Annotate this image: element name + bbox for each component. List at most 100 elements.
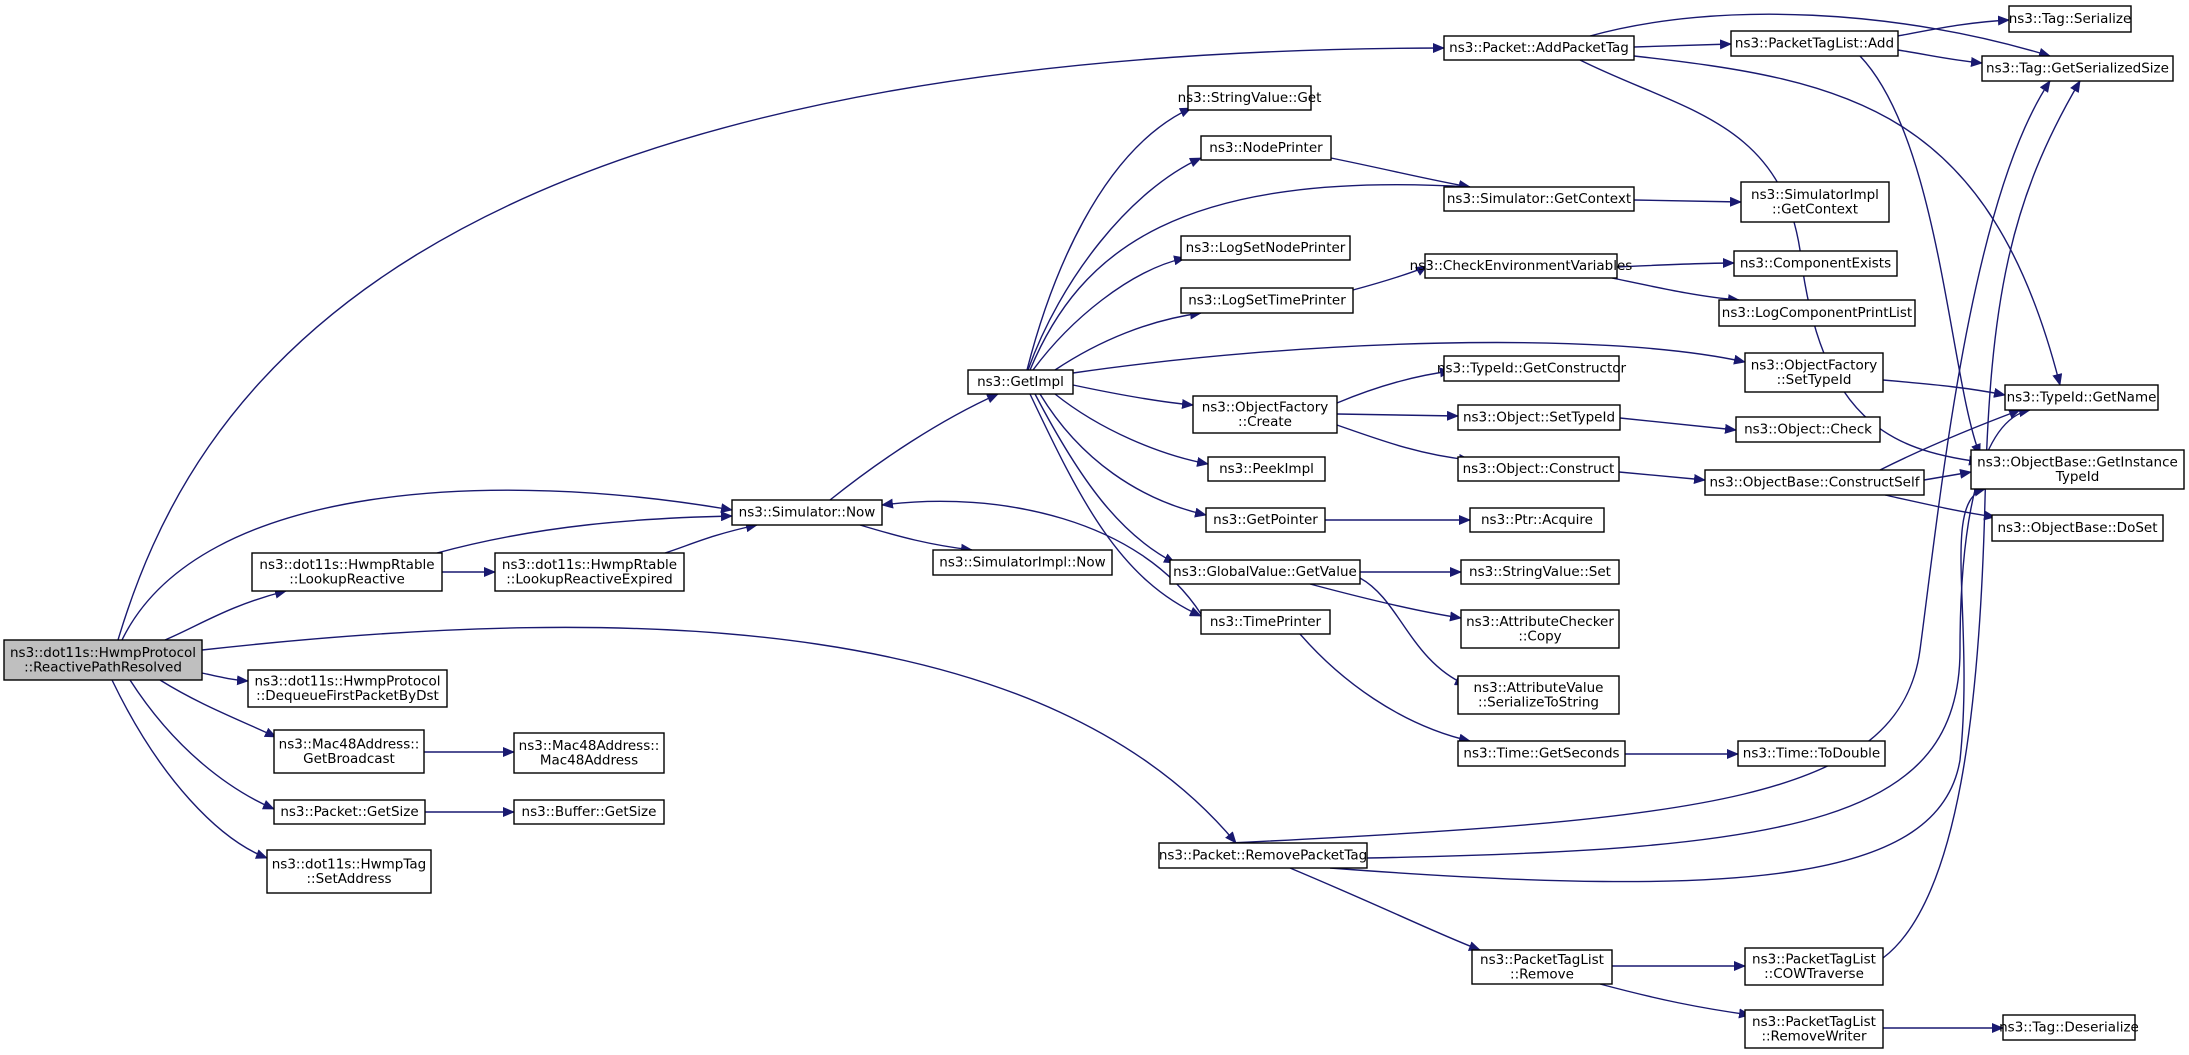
node-attrchecker_copy[interactable]: ns3::AttributeChecker::Copy: [1460, 609, 1620, 649]
node-label: ns3::Mac48Address::: [279, 736, 420, 752]
node-label: ::LookupReactive: [289, 571, 405, 587]
node-box: [1970, 449, 2185, 490]
edge-sim_now-to-getimpl: [829, 393, 999, 501]
edge-object_settypeid-to-object_check: [1619, 417, 1737, 434]
node-componentexists[interactable]: ns3::ComponentExists: [1733, 250, 1898, 277]
node-objectfactory_settypeid[interactable]: ns3::ObjectFactory::SetTypeId: [1744, 352, 1884, 393]
edge-root-to-lookup_reactive: [164, 588, 287, 641]
node-label: ns3::LogComponentPrintList: [1722, 305, 1912, 321]
node-mac_ctor[interactable]: ns3::Mac48Address::Mac48Address: [513, 732, 665, 774]
node-box: [1424, 253, 1618, 279]
node-objectbase_doset[interactable]: ns3::ObjectBase::DoSet: [1991, 514, 2164, 542]
node-label: Mac48Address: [540, 752, 638, 768]
node-ptl_remove[interactable]: ns3::PacketTagList::Remove: [1471, 949, 1613, 985]
node-label: ns3::Tag::Serialize: [2009, 11, 2132, 27]
node-tag_deserialize[interactable]: ns3::Tag::Deserialize: [1999, 1014, 2139, 1041]
node-simimpl_now[interactable]: ns3::SimulatorImpl::Now: [932, 549, 1113, 576]
node-peekimpl[interactable]: ns3::PeekImpl: [1207, 456, 1326, 482]
node-object_construct[interactable]: ns3::Object::Construct: [1457, 456, 1620, 482]
node-objectbase_constructself[interactable]: ns3::ObjectBase::ConstructSelf: [1704, 469, 1925, 496]
node-typeid_getname[interactable]: ns3::TypeId::GetName: [2004, 384, 2159, 411]
node-box: [1460, 609, 1620, 649]
node-box: [1737, 740, 1886, 767]
edge-getimpl-to-sim_getcontext: [1029, 181, 1471, 371]
node-label: ns3::NodePrinter: [1209, 140, 1323, 156]
node-tag_getserializedsize[interactable]: ns3::Tag::GetSerializedSize: [1981, 55, 2174, 82]
edge-getimpl-to-logsettimeprinter: [1054, 309, 1202, 371]
edge-lookup_reactive_expired-to-sim_now: [664, 522, 758, 554]
node-attrvalue_serialize[interactable]: ns3::AttributeValue::SerializeToString: [1457, 675, 1620, 715]
node-label: ns3::LogSetNodePrinter: [1186, 240, 1346, 256]
edge-getimpl-to-getpointer: [1039, 393, 1207, 518]
node-ptr_acquire[interactable]: ns3::Ptr::Acquire: [1469, 507, 1605, 533]
edge-addpackettag-to-objectbase_getinstancetypeid: [1579, 59, 1981, 466]
node-box: [1457, 456, 1620, 482]
node-box: [1744, 352, 1884, 393]
edge-addpackettag-to-ptl_add: [1633, 39, 1732, 50]
node-label: ::LookupReactiveExpired: [506, 571, 673, 587]
node-label: ns3::LogSetTimePrinter: [1188, 293, 1346, 309]
node-time_todouble[interactable]: ns3::Time::ToDouble: [1737, 740, 1886, 767]
edge-objectfactory_create-to-object_construct: [1336, 424, 1471, 464]
node-root[interactable]: ns3::dot11s::HwmpProtocol::ReactivePathR…: [3, 639, 203, 681]
node-box: [1471, 949, 1613, 985]
node-label: ns3::GetImpl: [977, 374, 1064, 390]
node-label: ns3::Packet::AddPacketTag: [1449, 40, 1629, 56]
node-getimpl[interactable]: ns3::GetImpl: [967, 369, 1074, 395]
edge-objectfactory_settypeid-to-typeid_getname: [1882, 379, 2006, 398]
node-tag_serialize[interactable]: ns3::Tag::Serialize: [2008, 5, 2132, 33]
node-logsetnodeprinter[interactable]: ns3::LogSetNodePrinter: [1180, 235, 1351, 261]
node-label: ns3::Tag::Deserialize: [1999, 1020, 2139, 1036]
node-label: ::GetContext: [1772, 201, 1858, 217]
node-globalvalue_getvalue[interactable]: ns3::GlobalValue::GetValue: [1169, 559, 1361, 585]
node-simimpl_getcontext[interactable]: ns3::SimulatorImpl::GetContext: [1740, 181, 1890, 223]
node-label: GetBroadcast: [303, 751, 395, 767]
node-box: [1735, 416, 1881, 443]
node-dequeue[interactable]: ns3::dot11s::HwmpProtocol::DequeueFirstP…: [247, 669, 448, 708]
node-object_check[interactable]: ns3::Object::Check: [1735, 416, 1881, 443]
node-label: ns3::AttributeChecker: [1466, 614, 1614, 630]
node-label: ns3::ComponentExists: [1740, 256, 1891, 272]
node-timeprinter[interactable]: ns3::TimePrinter: [1200, 609, 1331, 635]
node-lookup_reactive_expired[interactable]: ns3::dot11s::HwmpRtable::LookupReactiveE…: [494, 552, 685, 592]
node-addpackettag[interactable]: ns3::Packet::AddPacketTag: [1443, 35, 1635, 61]
node-label: ns3::ObjectBase::ConstructSelf: [1710, 475, 1921, 491]
node-label: ns3::Object::Construct: [1463, 461, 1615, 477]
node-typeid_getconstructor[interactable]: ns3::TypeId::GetConstructor: [1437, 355, 1627, 382]
node-box: [1200, 135, 1332, 161]
node-nodeprinter[interactable]: ns3::NodePrinter: [1200, 135, 1332, 161]
node-lookup_reactive[interactable]: ns3::dot11s::HwmpRtable::LookupReactive: [251, 552, 443, 592]
node-buffer_getsize[interactable]: ns3::Buffer::GetSize: [513, 799, 665, 825]
node-stringvalue_get[interactable]: ns3::StringValue::Get: [1178, 85, 1322, 111]
node-packet_getsize[interactable]: ns3::Packet::GetSize: [273, 799, 426, 825]
node-label: ns3::SimulatorImpl::Now: [939, 555, 1105, 571]
node-box: [1704, 469, 1925, 496]
node-removepackettag[interactable]: ns3::Packet::RemovePacketTag: [1158, 842, 1368, 869]
node-ptl_cowtraverse[interactable]: ns3::PacketTagList::COWTraverse: [1744, 947, 1884, 986]
edge-removepackettag-to-objectbase_getinstancetypeid: [1329, 486, 1986, 883]
node-logcomponentprintlist[interactable]: ns3::LogComponentPrintList: [1718, 299, 1916, 327]
node-stringvalue_set[interactable]: ns3::StringValue::Set: [1460, 559, 1620, 585]
node-label: ::SerializeToString: [1478, 694, 1599, 710]
node-label: ns3::Mac48Address::: [519, 738, 660, 754]
node-object_settypeid[interactable]: ns3::Object::SetTypeId: [1457, 404, 1621, 431]
node-ptl_removewriter[interactable]: ns3::PacketTagList::RemoveWriter: [1744, 1009, 1884, 1049]
node-logsettimeprinter[interactable]: ns3::LogSetTimePrinter: [1180, 287, 1354, 314]
node-hwmptag_setaddress[interactable]: ns3::dot11s::HwmpTag::SetAddress: [266, 849, 432, 894]
node-label: ns3::SimulatorImpl: [1751, 187, 1879, 203]
node-ptl_add[interactable]: ns3::PacketTagList::Add: [1730, 30, 1899, 57]
node-sim_getcontext[interactable]: ns3::Simulator::GetContext: [1443, 186, 1635, 212]
node-checkenv[interactable]: ns3::CheckEnvironmentVariables: [1410, 253, 1633, 279]
node-label: ns3::dot11s::HwmpRtable: [502, 557, 677, 573]
node-label: ns3::PacketTagList: [1480, 952, 1604, 968]
node-objectfactory_create[interactable]: ns3::ObjectFactory::Create: [1192, 395, 1338, 434]
node-time_getseconds[interactable]: ns3::Time::GetSeconds: [1457, 740, 1626, 767]
edge-objectbase_constructself-to-typeid_getname: [1879, 409, 2021, 471]
node-label: ns3::Object::SetTypeId: [1463, 410, 1615, 426]
node-getpointer[interactable]: ns3::GetPointer: [1205, 507, 1326, 533]
node-mac_getbroadcast[interactable]: ns3::Mac48Address::GetBroadcast: [273, 729, 425, 774]
node-sim_now[interactable]: ns3::Simulator::Now: [731, 499, 883, 526]
edge-root-to-removepackettag: [201, 626, 1237, 844]
node-label: ::DequeueFirstPacketByDst: [256, 688, 439, 704]
